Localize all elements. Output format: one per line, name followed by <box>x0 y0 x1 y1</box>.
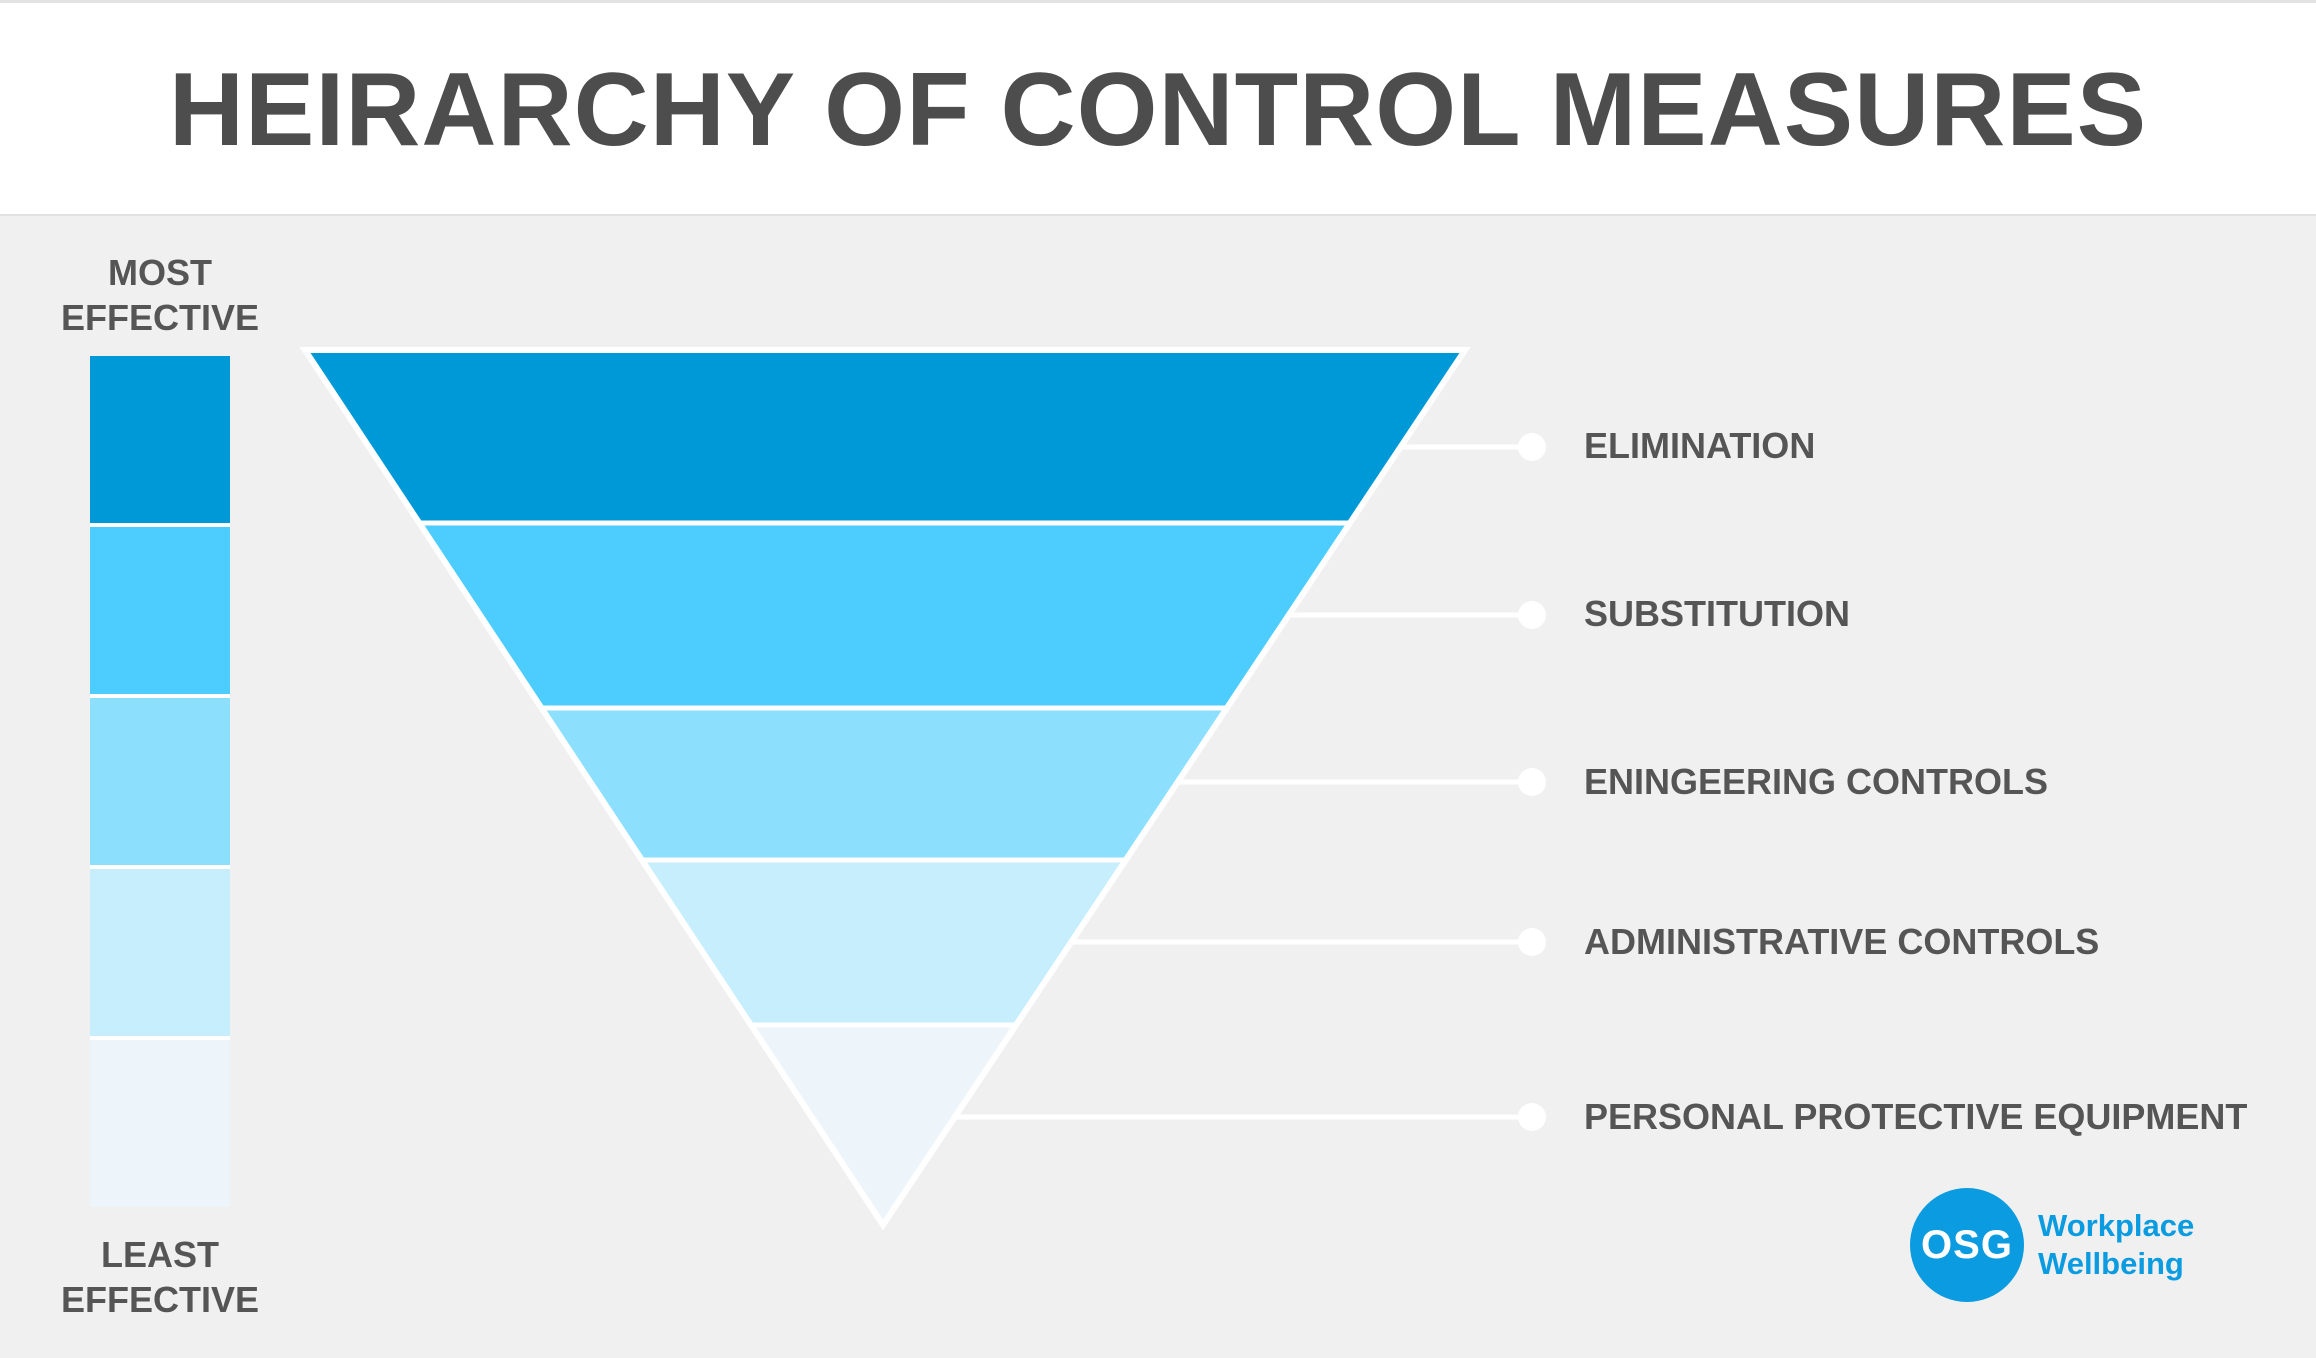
effectiveness-scale-bar <box>90 356 230 1207</box>
scale-segment-1 <box>90 356 230 527</box>
scale-segment-2 <box>90 527 230 698</box>
logo-line1: Workplace <box>2038 1208 2195 1243</box>
most-effective-label: MOST EFFECTIVE <box>55 250 265 340</box>
scale-segment-3 <box>90 698 230 869</box>
scale-segment-5 <box>90 1040 230 1207</box>
level-label-ppe: PERSONAL PROTECTIVE EQUIPMENT <box>1584 1096 2248 1137</box>
funnel-band-administrative-controls <box>637 857 1131 1028</box>
funnel-outline <box>299 347 1471 1231</box>
most-effective-line1: MOST <box>108 252 212 293</box>
least-effective-line2: EFFECTIVE <box>60 1279 260 1320</box>
connector-dot-substitution <box>1518 601 1546 629</box>
osg-logo: OSG Workplace Wellbeing <box>1910 1188 2194 1302</box>
least-effective-line1: LEAST <box>100 1234 219 1275</box>
level-label-elimination: ELIMINATION <box>1584 425 1816 466</box>
level-label-administrative-controls: ADMINISTRATIVE CONTROLS <box>1584 921 2100 962</box>
connector-dot-elimination <box>1518 433 1546 461</box>
connector-dot-administrative-controls <box>1518 928 1546 956</box>
osg-logo-mark: OSG <box>1910 1188 2024 1302</box>
funnel-band-ppe <box>746 1022 1021 1230</box>
funnel-band-engineering-controls <box>536 705 1232 863</box>
connector-dot-ppe <box>1518 1103 1546 1131</box>
most-effective-line2: EFFECTIVE <box>60 297 260 338</box>
funnel-band-substitution <box>414 520 1355 711</box>
level-label-engineering-controls: ENINGEERING CONTROLS <box>1584 761 2049 802</box>
header-banner: HEIRARCHY OF CONTROL MEASURES <box>0 0 2316 216</box>
logo-line2: Wellbeing <box>2038 1246 2184 1281</box>
page-title: HEIRARCHY OF CONTROL MEASURES <box>168 52 2148 168</box>
least-effective-label: LEAST EFFECTIVE <box>55 1232 265 1322</box>
funnel-band-elimination <box>300 347 1470 526</box>
scale-segment-4 <box>90 869 230 1040</box>
connector-dot-engineering-controls <box>1518 768 1546 796</box>
level-label-substitution: SUBSTITUTION <box>1584 593 1850 634</box>
logo-wordmark: Workplace Wellbeing <box>2038 1207 2194 1283</box>
